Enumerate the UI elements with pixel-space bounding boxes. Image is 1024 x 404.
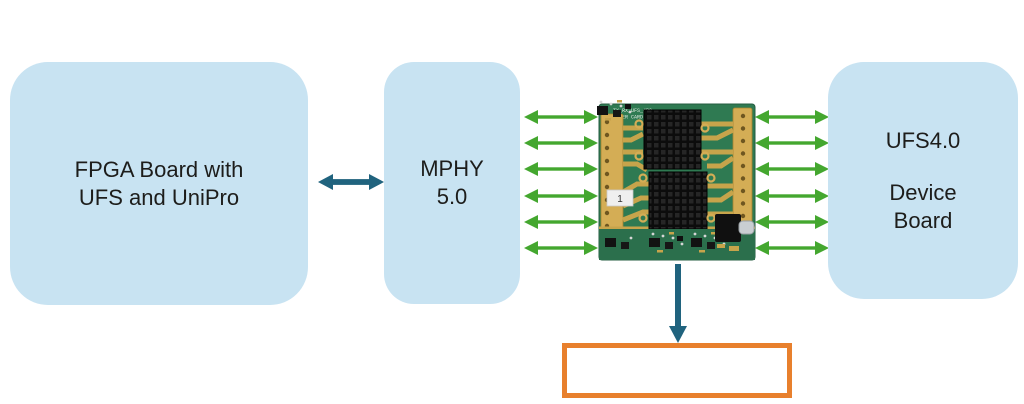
fpga-board-label-line2: UFS and UniPro: [78, 184, 240, 210]
ufs-device-label-line2: Device: [889, 179, 957, 205]
pcb-component-cluster: [597, 100, 632, 121]
pcb-tag-label: 1: [606, 189, 634, 207]
result-placeholder-box: [562, 343, 792, 398]
fpga-board-box: FPGA Board with UFS and UniPro: [10, 62, 308, 305]
lane-arrows-left: [524, 109, 598, 256]
pcb-sma-pads: [634, 119, 716, 223]
mphy-label-line1: MPHY: [420, 156, 484, 181]
pcb-silkscreen-line1: TX_RX_UFS_4P0: [613, 108, 652, 114]
fpga-board-label-line1: FPGA Board with: [74, 156, 244, 182]
ufs-device-board-label: UFS4.0 Device Board: [886, 127, 961, 235]
lane-bidirectional-arrow-icon: [524, 214, 598, 229]
mphy-label: MPHY 5.0: [420, 155, 484, 211]
lane-bidirectional-arrow-icon: [755, 240, 829, 255]
pcb-adapter-card-photo: TX_RX_UFS_4P0 APTER CARD: [597, 100, 756, 261]
lane-bidirectional-arrow-icon: [755, 110, 829, 124]
pcb-right-edge-connector: [732, 107, 753, 227]
lane-bidirectional-arrow-icon: [755, 162, 829, 177]
ufs-device-label-line1: UFS4.0: [885, 127, 961, 153]
pcb-heatsink-top: [643, 109, 702, 170]
pcb-tag-number: 1: [617, 194, 623, 205]
lane-bidirectional-arrow-icon: [755, 188, 829, 203]
lane-bidirectional-arrow-icon: [755, 136, 829, 151]
lane-bidirectional-arrow-icon: [524, 162, 598, 177]
pcb-left-edge-connector: [600, 113, 624, 239]
lane-bidirectional-arrow-icon: [524, 136, 598, 151]
pcb-heatsink-bottom: [648, 171, 708, 230]
lane-bidirectional-arrow-icon: [524, 188, 598, 203]
mphy-label-line2: 5.0: [436, 184, 468, 209]
pcb-silkscreen-line2: APTER CARD: [613, 115, 643, 121]
lane-bidirectional-arrow-icon: [524, 240, 598, 255]
lane-bidirectional-arrow-icon: [755, 214, 829, 229]
pcb-down-arrow-icon: [669, 264, 687, 343]
ufs-device-label-line3: Board: [893, 207, 953, 233]
lane-bidirectional-arrow-icon: [524, 110, 598, 124]
lane-arrows-right: [755, 109, 829, 256]
fpga-board-label: FPGA Board with UFS and UniPro: [75, 156, 244, 212]
fpga-mphy-bidirectional-arrow-icon: [318, 174, 384, 190]
ufs-device-board-box: UFS4.0 Device Board: [828, 62, 1018, 299]
pcb-usb-connector: [715, 214, 755, 251]
mphy-box: MPHY 5.0: [384, 62, 520, 304]
